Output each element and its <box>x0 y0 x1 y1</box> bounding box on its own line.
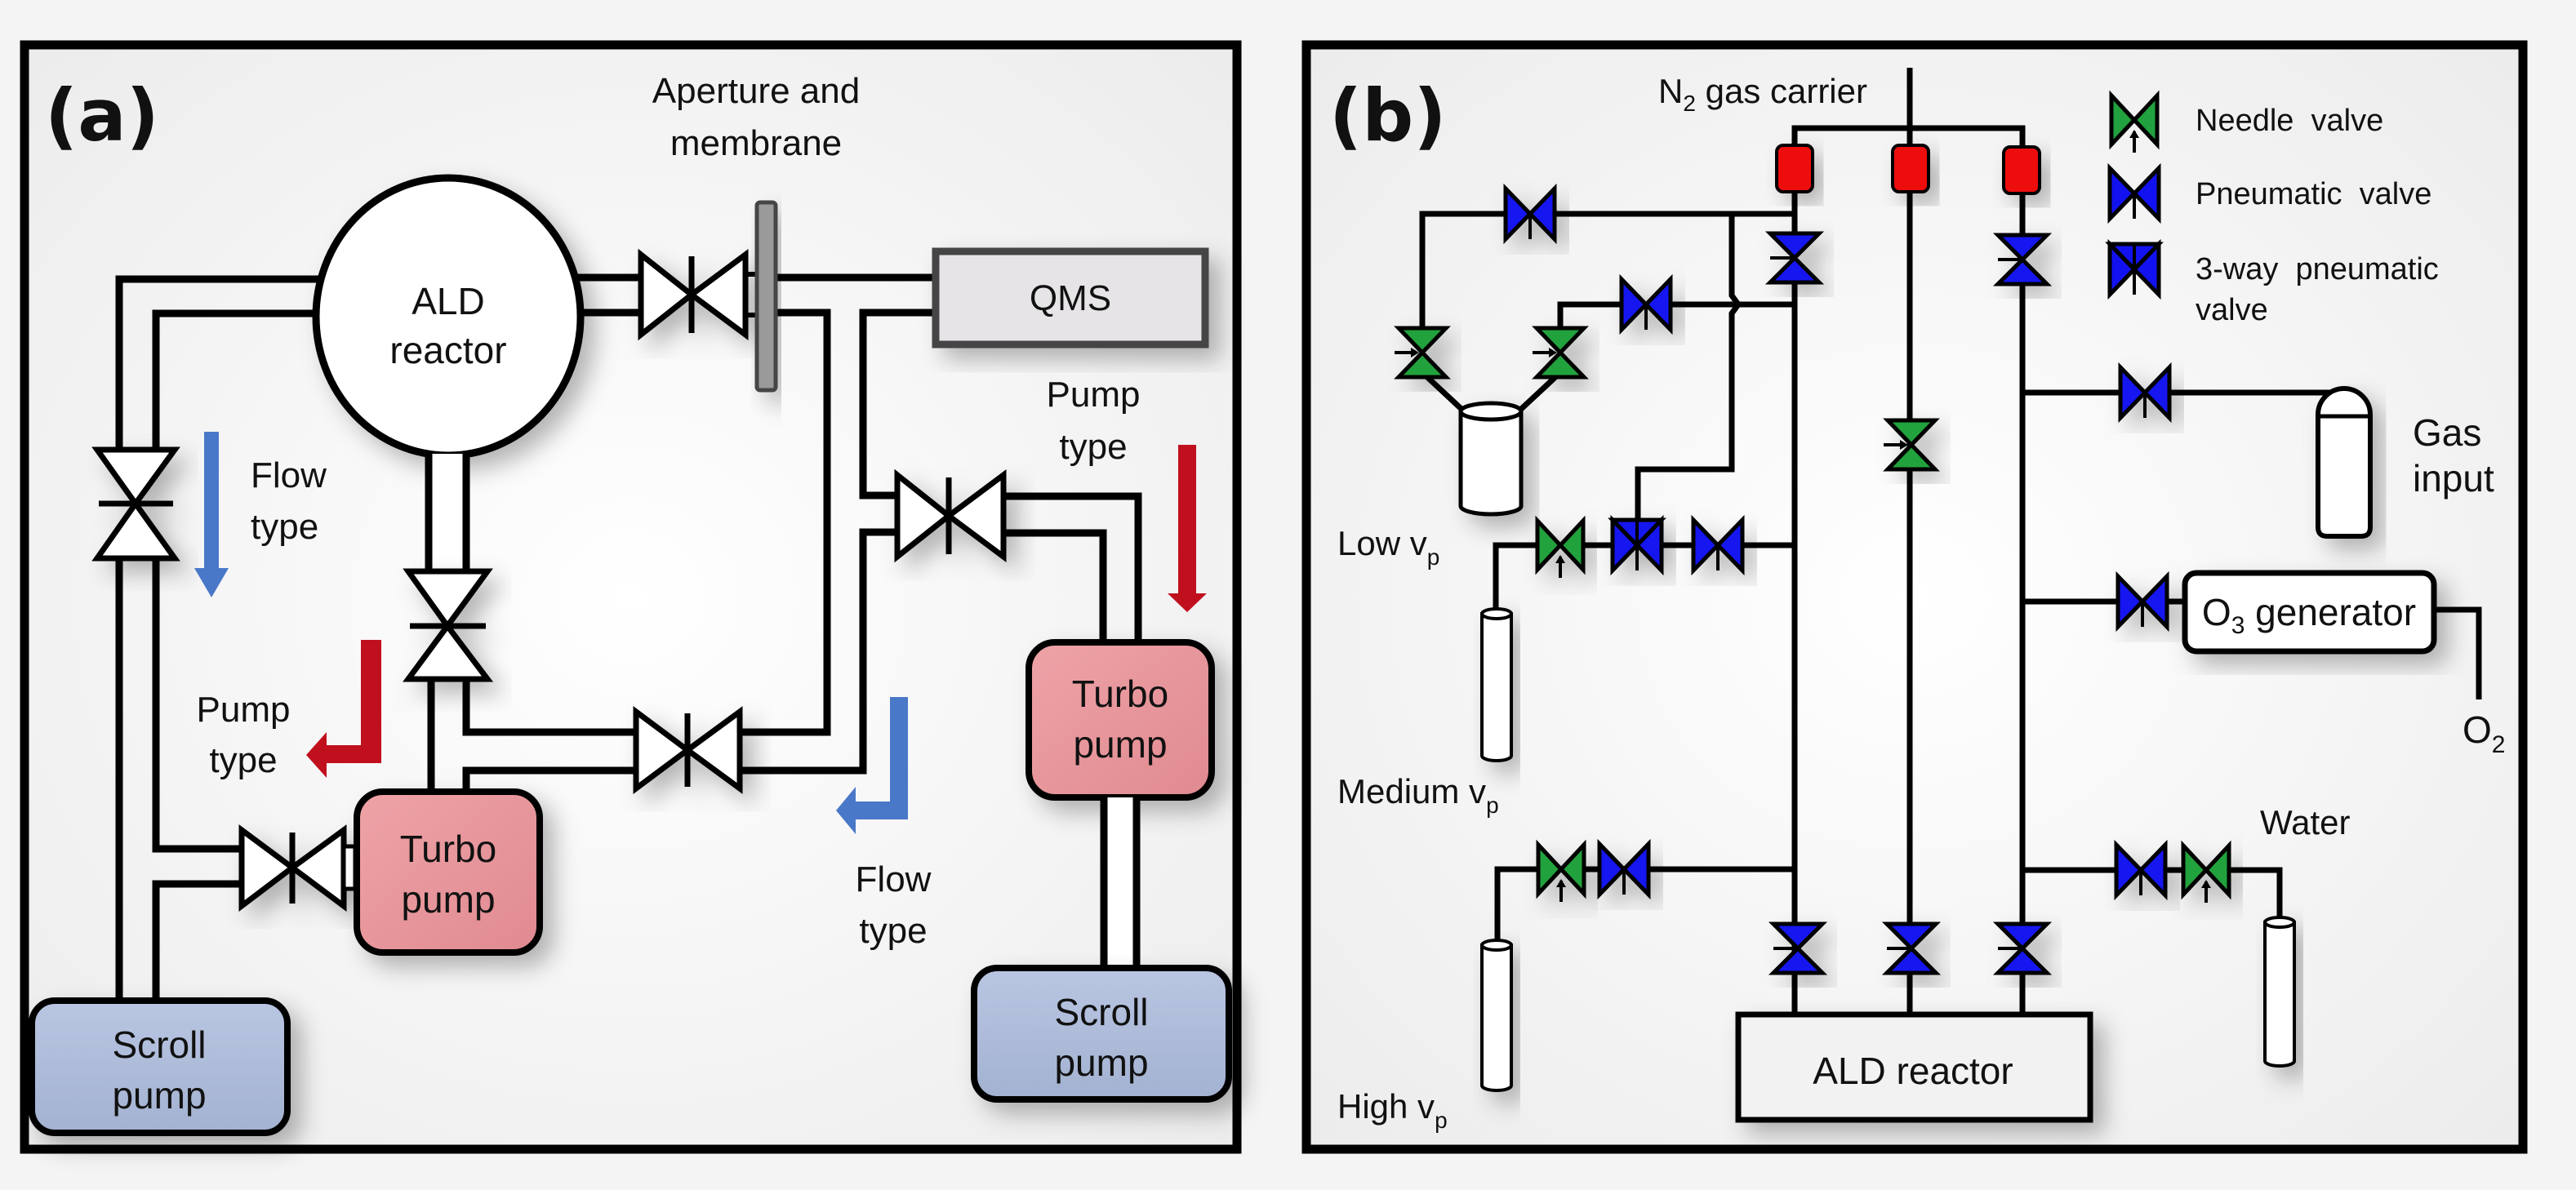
aperture-label-2: membrane <box>670 123 842 163</box>
turbo-pump-left-label-2: pump <box>401 878 495 921</box>
flow-type-label-top: Flow <box>251 455 327 495</box>
flow-type-label-bottom-1: Flow <box>856 859 932 899</box>
qms-label: QMS <box>1030 278 1111 318</box>
o3-generator-box[interactable] <box>2182 570 2437 655</box>
gas-input-bottle <box>2316 386 2373 539</box>
bubbler-cylinder <box>1458 401 1524 517</box>
turbo-pump-right-label-2: pump <box>1073 723 1167 766</box>
pipe-center-to-turbo <box>427 309 932 793</box>
gas-input-label-1: Gas <box>2413 411 2481 454</box>
o2-label: O2 <box>2463 708 2505 758</box>
three-way-valve-low-vp[interactable] <box>1613 520 1662 571</box>
medium-vp-cylinder <box>1480 607 1513 762</box>
flow-type-arrow-down <box>194 432 229 597</box>
gate-valve-turbo-left[interactable] <box>238 824 358 912</box>
flow-type-label-bottom-2: type <box>859 911 927 951</box>
gate-valve-left[interactable] <box>91 446 180 562</box>
filter-block-3 <box>2002 145 2041 195</box>
legend: Needle valve Pneumatic valve 3-way pneum… <box>2110 95 2439 327</box>
panel-a-frame <box>20 40 1242 1154</box>
flow-type-label-top-2: type <box>251 507 318 547</box>
high-vp-cylinder <box>1480 939 1513 1092</box>
panel-b: (b) N2 gas carrier <box>1301 40 2528 1154</box>
turbo-pump-left[interactable] <box>354 788 543 956</box>
water-cylinder <box>2263 916 2296 1068</box>
flow-type-arrow-bend <box>836 697 908 834</box>
pipe-turbo-to-scroll-right <box>1100 797 1141 970</box>
scroll-pump-left-label-1: Scroll <box>112 1023 206 1066</box>
high-vp-label: High vp <box>1337 1087 1448 1133</box>
scroll-pump-right-label-1: Scroll <box>1054 991 1148 1033</box>
legend-pneumatic-valve-label: Pneumatic valve <box>2196 177 2431 211</box>
gate-valve-center[interactable] <box>403 568 494 682</box>
legend-needle-valve-label: Needle valve <box>2196 104 2383 138</box>
gate-valve-right[interactable] <box>894 468 1007 563</box>
pump-type-arrow-bend <box>306 640 381 778</box>
scroll-pump-left-label-2: pump <box>112 1074 206 1117</box>
pipe-reactor-to-qms <box>576 272 932 317</box>
pump-type-label-left-1: Pump <box>197 690 291 730</box>
gate-valve-bypass[interactable] <box>633 706 743 794</box>
pipe-right-valve-to-turbo <box>1003 492 1142 643</box>
ald-reactor-label-2: reactor <box>389 329 506 371</box>
scroll-pump-right-label-2: pump <box>1054 1041 1148 1084</box>
o3-generator-label: O3 generator <box>2202 591 2416 639</box>
three-way-pneumatic-valve-icon <box>2110 244 2159 295</box>
turbo-pump-right[interactable] <box>1026 639 1215 801</box>
qms-box[interactable] <box>932 247 1209 349</box>
ald-reactor-label-1: ALD <box>412 280 484 322</box>
filter-block-2 <box>1891 144 1930 193</box>
n2-gas-carrier-label: N2 gas carrier <box>1658 72 1867 116</box>
filter-block-1 <box>1775 144 1814 193</box>
pipe-reactor-to-left-scroll <box>115 275 320 1002</box>
panel-a-label: (a) <box>45 73 159 158</box>
panel-a: (a) Flow type ALD reactor <box>20 40 1242 1154</box>
pipe-reactor-bottom <box>425 452 470 570</box>
scroll-pump-left[interactable] <box>29 997 291 1136</box>
scroll-pump-right[interactable] <box>971 965 1232 1103</box>
pump-type-label-right-1: Pump <box>1047 375 1141 415</box>
pump-type-label-right-2: type <box>1059 427 1127 467</box>
legend-three-way-label: 3-way pneumatic <box>2196 252 2439 286</box>
legend-three-way-label-2: valve <box>2196 293 2268 327</box>
gas-input-label-2: input <box>2413 457 2494 500</box>
ald-reactor-label: ALD reactor <box>1813 1050 2013 1092</box>
pump-type-arrow-down <box>1168 445 1207 612</box>
water-label: Water <box>2260 803 2350 841</box>
panel-b-label: (b) <box>1329 73 1446 158</box>
aperture-label-1: Aperture and <box>652 71 860 111</box>
pump-type-label-left-2: type <box>209 740 277 780</box>
medium-vp-label: Medium vp <box>1337 772 1499 818</box>
turbo-pump-left-label-1: Turbo <box>400 828 496 870</box>
aperture-membrane <box>754 200 778 393</box>
gate-valve-qms[interactable] <box>638 248 749 341</box>
turbo-pump-right-label-1: Turbo <box>1072 673 1168 715</box>
ald-reactor-box[interactable] <box>1735 1011 2093 1123</box>
low-vp-label: Low vp <box>1337 524 1439 570</box>
panel-b-frame <box>1301 40 2528 1154</box>
